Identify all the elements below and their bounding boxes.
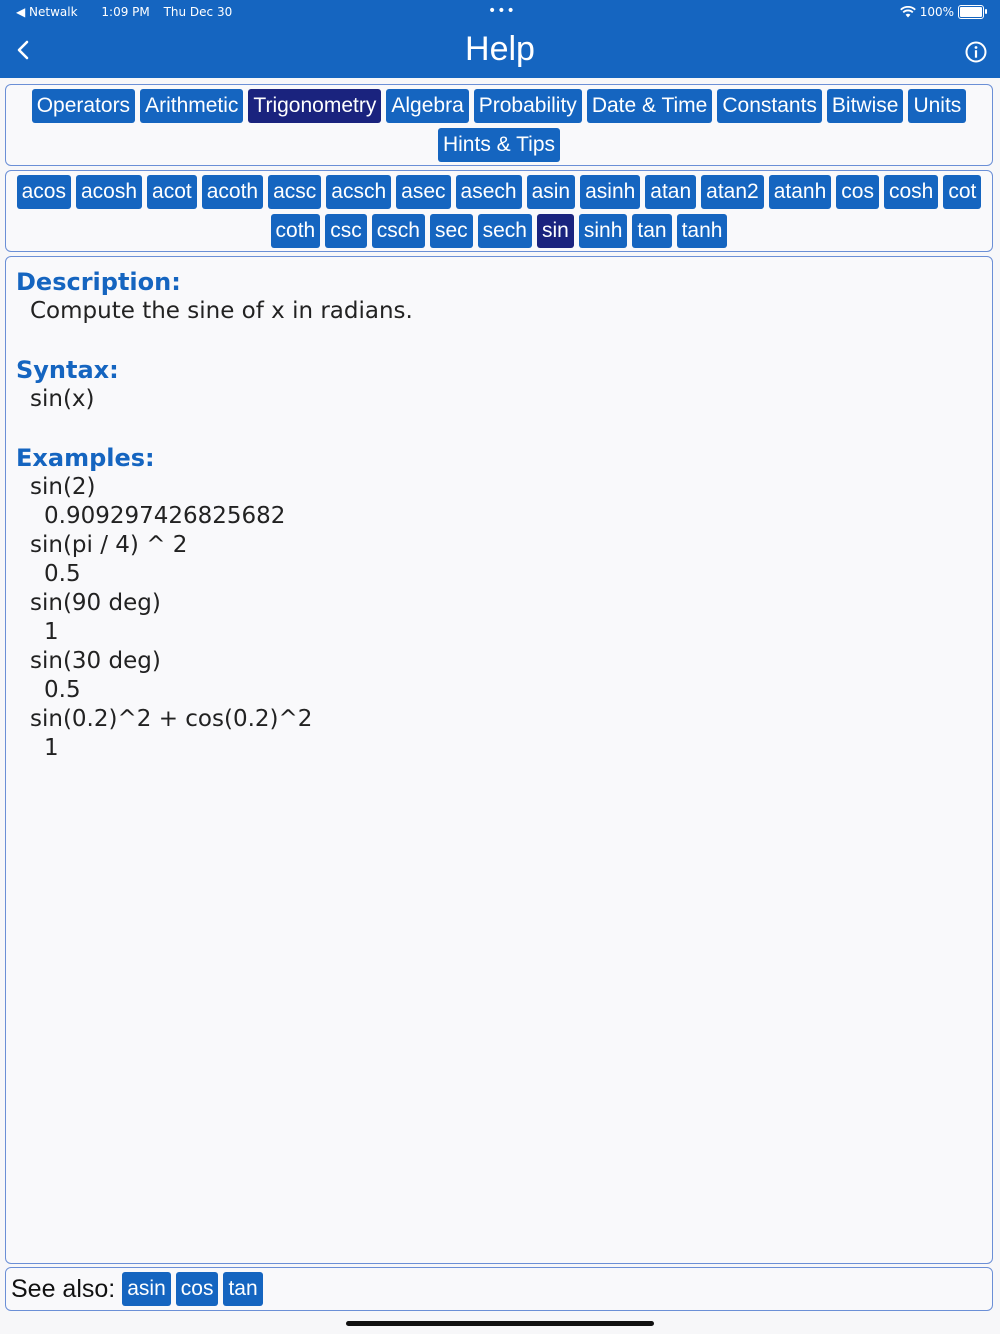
- wifi-icon: [899, 6, 916, 18]
- see-also-label: See also:: [11, 1274, 116, 1303]
- function-chip[interactable]: cosh: [883, 175, 939, 209]
- status-bar: ◀ Netwalk 1:09 PM Thu Dec 30 ••• 100%: [0, 0, 1000, 24]
- function-chip[interactable]: atan: [645, 175, 697, 209]
- info-button[interactable]: [964, 40, 988, 64]
- function-chip[interactable]: tan: [632, 214, 672, 248]
- home-indicator[interactable]: [346, 1321, 654, 1326]
- function-chip[interactable]: csch: [371, 214, 425, 248]
- function-chip[interactable]: acos: [16, 175, 71, 209]
- category-tab[interactable]: Operators: [31, 89, 136, 123]
- function-chip[interactable]: sech: [477, 214, 532, 248]
- example-expression: sin(30 deg): [30, 648, 161, 674]
- examples-title: Examples:: [16, 444, 155, 472]
- syntax-title: Syntax:: [16, 356, 119, 384]
- function-chip[interactable]: atan2: [701, 175, 764, 209]
- category-tab[interactable]: Date & Time: [586, 89, 713, 123]
- function-chip[interactable]: sin: [536, 214, 574, 248]
- examples-list: sin(2) 0.909297426825682 sin(pi / 4) ^ 2 0.…: [16, 473, 982, 763]
- detail-panel: Description: Compute the sine of x in ra…: [5, 256, 993, 1264]
- function-chip[interactable]: coth: [270, 214, 321, 248]
- category-tab[interactable]: Constants: [717, 89, 822, 123]
- chevron-left-icon: [17, 40, 29, 60]
- page-title: Help: [465, 30, 535, 68]
- example-expression: sin(90 deg): [30, 590, 161, 616]
- example-expression: sin(pi / 4) ^ 2: [30, 532, 188, 558]
- description-text: Compute the sine of x in radians.: [30, 298, 413, 324]
- function-chip[interactable]: cot: [943, 175, 982, 209]
- example-expression: sin(0.2)^2 + cos(0.2)^2: [30, 706, 313, 732]
- status-right: 100%: [899, 5, 987, 19]
- function-chip[interactable]: acot: [147, 175, 197, 209]
- function-chip[interactable]: acosh: [75, 175, 143, 209]
- function-chip[interactable]: cos: [836, 175, 879, 209]
- function-chip[interactable]: acsch: [326, 175, 392, 209]
- function-chip[interactable]: acoth: [201, 175, 264, 209]
- function-chip[interactable]: asec: [396, 175, 451, 209]
- example-result: 0.5: [44, 677, 81, 703]
- info-icon: [965, 41, 987, 63]
- category-tab[interactable]: Trigonometry: [248, 89, 382, 123]
- category-tab[interactable]: Probability: [473, 89, 582, 123]
- status-time: 1:09 PM: [101, 5, 150, 19]
- description-title: Description:: [16, 268, 181, 296]
- battery-percent: 100%: [919, 5, 954, 19]
- see-also-chip[interactable]: cos: [175, 1272, 219, 1306]
- multitask-dots-icon[interactable]: •••: [488, 3, 516, 19]
- syntax-text: sin(x): [30, 386, 95, 412]
- function-chip[interactable]: atanh: [768, 175, 832, 209]
- function-chip[interactable]: asinh: [580, 175, 641, 209]
- status-date: Thu Dec 30: [163, 5, 233, 19]
- function-chip[interactable]: asin: [526, 175, 576, 209]
- category-tab[interactable]: Bitwise: [826, 89, 904, 123]
- function-chip[interactable]: asech: [455, 175, 522, 209]
- example-result: 1: [44, 619, 59, 645]
- function-chip[interactable]: sinh: [578, 214, 628, 248]
- category-tab[interactable]: Arithmetic: [140, 89, 244, 123]
- example-result: 0.5: [44, 561, 81, 587]
- see-also-chip[interactable]: tan: [223, 1272, 263, 1306]
- example-result: 1: [44, 735, 59, 761]
- example-expression: sin(2): [30, 474, 96, 500]
- back-app-label: Netwalk: [29, 5, 78, 19]
- category-tab[interactable]: Algebra: [386, 89, 469, 123]
- function-chip[interactable]: sec: [429, 214, 473, 248]
- example-result: 0.909297426825682: [44, 503, 286, 529]
- function-chip[interactable]: acsc: [268, 175, 322, 209]
- back-to-app[interactable]: ◀ Netwalk: [16, 5, 78, 19]
- battery-icon: [958, 5, 987, 19]
- back-button[interactable]: [12, 34, 36, 66]
- function-chip[interactable]: tanh: [676, 214, 728, 248]
- category-tab[interactable]: Hints & Tips: [437, 128, 561, 162]
- status-left: ◀ Netwalk 1:09 PM Thu Dec 30: [16, 5, 242, 19]
- detail-content: Description: Compute the sine of x in ra…: [6, 257, 992, 773]
- category-tab[interactable]: Units: [908, 89, 967, 123]
- function-chip[interactable]: csc: [325, 214, 367, 248]
- see-also-chip[interactable]: asin: [122, 1272, 171, 1306]
- header: ◀ Netwalk 1:09 PM Thu Dec 30 ••• 100% He…: [0, 0, 1000, 78]
